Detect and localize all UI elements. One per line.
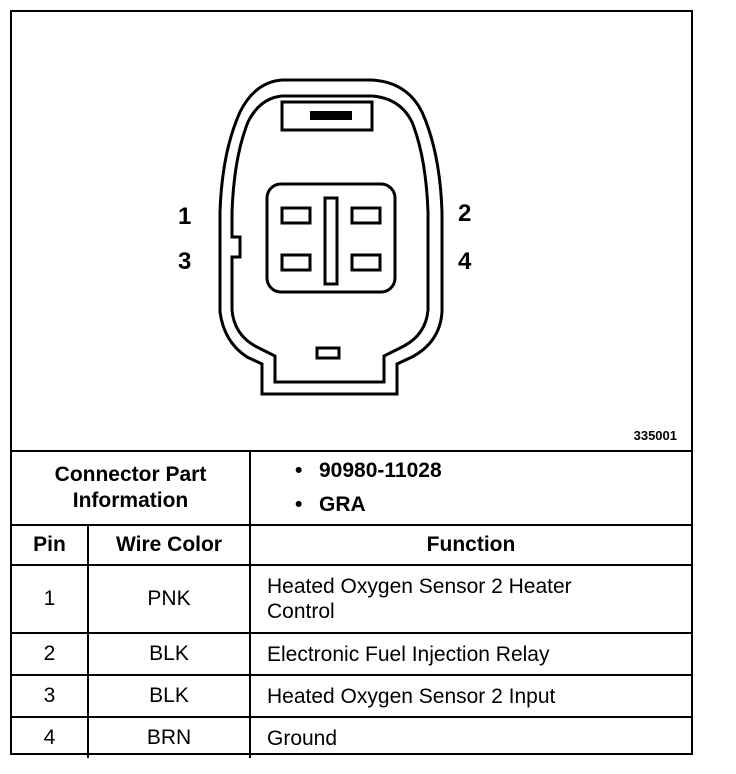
connector-face-drawing <box>218 78 444 396</box>
center-divider <box>323 196 339 286</box>
connector-info-row: Connector Part Information • 90980-11028 … <box>12 450 691 526</box>
locking-tab <box>280 100 374 132</box>
pin-label-1: 1 <box>178 203 192 230</box>
figure-id: 335001 <box>633 428 677 443</box>
table-row: 4 BRN Ground <box>12 716 691 758</box>
wire-color-cell: BLK <box>87 632 251 676</box>
terminal-4 <box>350 253 382 272</box>
pin-label-3: 3 <box>178 248 192 275</box>
pin-label-2: 2 <box>458 200 472 227</box>
connector-outer-shell <box>218 78 444 396</box>
connector-pinout-table: Connector Part Information • 90980-11028 … <box>12 450 691 758</box>
locking-tab-bar <box>310 111 352 120</box>
bullet-icon: • <box>295 459 303 482</box>
header-row: Pin Wire Color Function <box>12 524 691 566</box>
function-line: Heated Oxygen Sensor 2 Heater <box>267 575 572 598</box>
connector-info-label-line1: Connector Part <box>54 463 207 486</box>
table-row: 2 BLK Electronic Fuel Injection Relay <box>12 632 691 676</box>
pin-label-4: 4 <box>458 248 472 275</box>
page-frame: 1 2 3 4 335001 Connector Part Informatio… <box>10 10 693 758</box>
connector-info-label-line2: Information <box>72 489 189 512</box>
bullet-icon: • <box>295 493 303 516</box>
table-row: 3 BLK Heated Oxygen Sensor 2 Input <box>12 674 691 718</box>
connector-info-item: • 90980-11028 <box>295 454 691 488</box>
function-line: Control <box>267 600 335 623</box>
function-cell: Ground <box>249 716 691 758</box>
part-number: 90980-11028 <box>319 459 442 482</box>
terminal-3 <box>280 253 312 272</box>
table-row: 1 PNK Heated Oxygen Sensor 2 Heater Cont… <box>12 564 691 634</box>
pin-cell: 1 <box>12 564 89 634</box>
connector-info-values: • 90980-11028 • GRA <box>249 450 691 526</box>
terminal-2 <box>350 206 382 225</box>
bottom-notch <box>315 346 341 360</box>
function-cell: Electronic Fuel Injection Relay <box>249 632 691 676</box>
pin-cell: 3 <box>12 674 89 718</box>
connector-info-item: • GRA <box>295 488 691 522</box>
wire-color-cell: BLK <box>87 674 251 718</box>
function-cell: Heated Oxygen Sensor 2 Input <box>249 674 691 718</box>
pin-cell: 2 <box>12 632 89 676</box>
header-pin: Pin <box>12 524 89 566</box>
header-function: Function <box>249 524 691 566</box>
connector-color: GRA <box>319 493 366 516</box>
terminal-1 <box>280 206 312 225</box>
connector-info-label: Connector Part Information <box>12 450 251 526</box>
pin-cell: 4 <box>12 716 89 758</box>
header-wire-color: Wire Color <box>87 524 251 566</box>
connector-diagram: 1 2 3 4 335001 <box>12 12 691 450</box>
wire-color-cell: PNK <box>87 564 251 634</box>
function-cell: Heated Oxygen Sensor 2 Heater Control <box>249 564 691 634</box>
connector-inner-shell <box>230 94 430 384</box>
wire-color-cell: BRN <box>87 716 251 758</box>
